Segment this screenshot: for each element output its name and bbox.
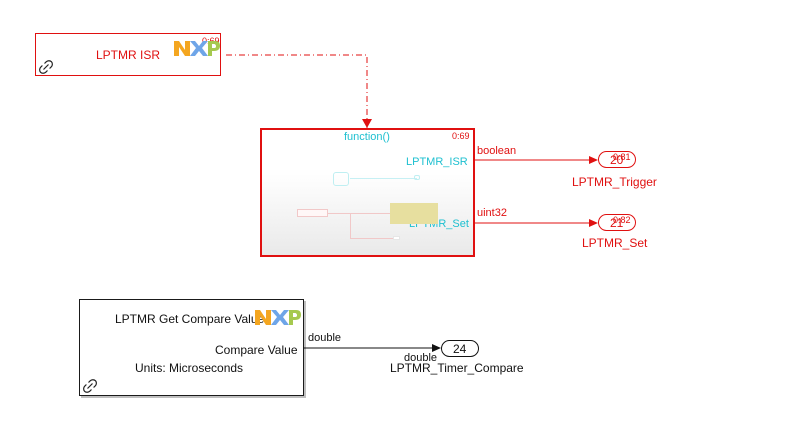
subsystem-output-lptmr-set: LPTMR_Set: [409, 218, 469, 230]
lptmr-get-compare-value-block[interactable]: LPTMR Get Compare Value Compare Value Un…: [79, 299, 304, 396]
subsystem-preview-outport-isr: [414, 175, 420, 180]
link-icon: [83, 379, 97, 393]
boolean-signal-label: boolean: [477, 145, 517, 157]
outport-lptmr-trigger-number: 20: [610, 153, 624, 167]
function-call-subsystem[interactable]: function() 0:69 LPTMR_ISR LPTMR_Set: [260, 128, 475, 257]
uint32-signal-label: uint32: [477, 207, 507, 219]
nxp-logo: [255, 310, 301, 325]
outport-lptmr-set-name: LPTMR_Set: [582, 236, 648, 250]
double-signal-label-source: double: [308, 332, 342, 344]
boolean-signal-arrowhead: [589, 156, 598, 164]
subsystem-preview-inport: [333, 172, 349, 186]
compare-block-title: LPTMR Get Compare Value: [115, 312, 265, 326]
lptmr-isr-block[interactable]: LPTMR ISR 0:69: [35, 33, 221, 76]
function-call-line: [226, 54, 368, 128]
outport-lptmr-set[interactable]: 21 0:82: [598, 214, 636, 231]
compare-block-output-label: Compare Value: [215, 343, 298, 357]
double-signal-label-destination: double: [404, 352, 438, 364]
subsystem-output-lptmr-isr: LPTMR_ISR: [406, 156, 468, 168]
outport-lptmr-trigger-name: LPTMR_Trigger: [572, 175, 657, 189]
subsystem-preview-outport-set: [393, 236, 400, 240]
uint32-signal-arrowhead: [589, 219, 598, 227]
lptmr-isr-label: LPTMR ISR: [96, 48, 161, 62]
compare-block-units: Units: Microseconds: [135, 361, 244, 375]
outport-lptmr-trigger[interactable]: 20 0:81: [598, 151, 636, 168]
outport-lptmr-set-priority: 0:82: [613, 215, 631, 225]
nxp-logo: [174, 41, 220, 56]
function-subsystem-priority: 0:69: [452, 131, 470, 141]
outport-lptmr-timer-compare[interactable]: 24: [441, 340, 479, 357]
outport-lptmr-timer-compare-name: LPTMR_Timer_Compare: [390, 361, 524, 375]
subsystem-preview-yellow-block: [390, 203, 438, 224]
outport-lptmr-set-number: 21: [610, 216, 624, 230]
subsystem-preview-line-isr: [350, 178, 417, 179]
link-icon: [39, 60, 53, 74]
subsystem-preview-line-c: [350, 238, 394, 239]
double-signal-arrowhead: [432, 344, 441, 352]
subsystem-preview-line-b: [350, 213, 351, 238]
subsystem-preview-input-set: [297, 209, 328, 217]
subsystem-preview-line-a: [328, 213, 390, 214]
function-trigger-port: function(): [344, 131, 390, 143]
outport-lptmr-timer-compare-number: 24: [453, 342, 467, 356]
function-call-arrowhead: [362, 119, 372, 128]
outport-lptmr-trigger-priority: 0:81: [613, 152, 631, 162]
